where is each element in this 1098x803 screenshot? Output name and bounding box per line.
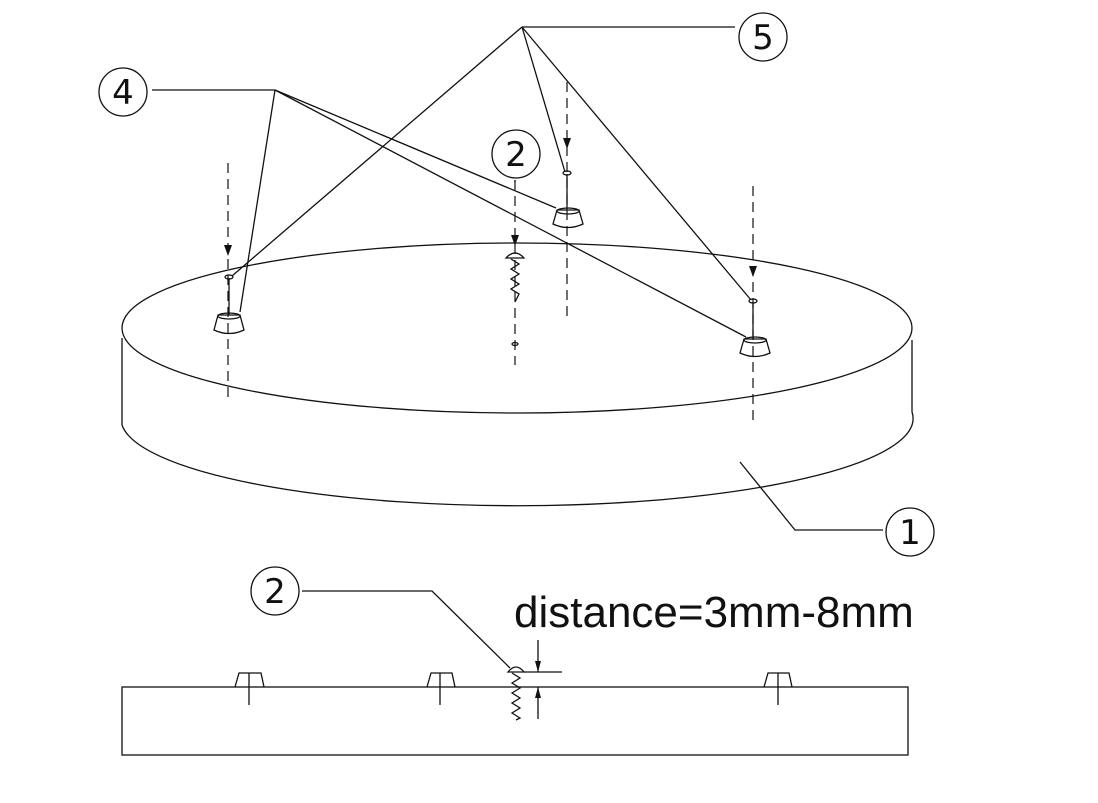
callout-1-text: 1 [899,513,921,553]
callout-4-text: 4 [112,73,134,113]
side-foot-1 [234,672,265,705]
callout-5: 5 [738,12,788,62]
leader-lines [152,26,883,531]
screw-top [504,252,526,347]
side-screw [506,666,526,721]
side-view: 2 distance=3mm-8mm [121,566,914,756]
foot-pad-left [213,274,245,335]
callout-2-top: 2 [491,129,541,179]
callout-2-top-text: 2 [505,135,527,175]
side-foot-2 [426,672,456,705]
side-foot-3 [763,672,793,705]
distance-label: distance=3mm-8mm [514,588,914,637]
dimension-arrows [524,640,562,719]
callout-2-bottom-text: 2 [264,572,286,612]
callout-4: 4 [98,67,148,117]
guide-lines [224,82,757,420]
callout-2-bottom: 2 [250,566,300,616]
callout-5-text: 5 [752,18,774,58]
foot-pad-right [739,298,771,358]
round-tabletop [121,242,914,507]
callout-1: 1 [885,507,935,557]
foot-pad-back [552,170,584,229]
